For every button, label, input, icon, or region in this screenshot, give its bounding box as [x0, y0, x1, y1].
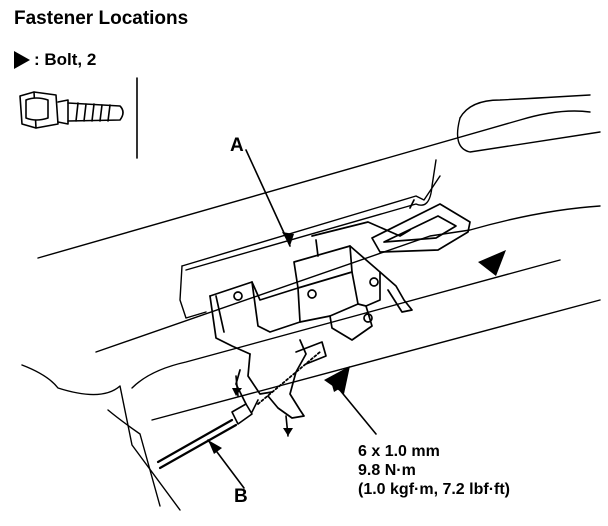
bolt-legend: : Bolt, 2: [14, 50, 96, 70]
filled-triangle-icon: [14, 51, 30, 69]
arrowhead-a: [282, 232, 294, 246]
page-title: Fastener Locations: [14, 8, 189, 29]
latch-assembly: [209, 199, 471, 419]
arrowhead-small-2: [283, 428, 293, 436]
label-a: A: [230, 135, 244, 156]
arrowhead-small-1: [232, 388, 242, 396]
legend-label: : Bolt, 2: [34, 50, 97, 69]
label-b: B: [234, 486, 248, 507]
spec-torque-alt: (1.0 kgf·m, 7.2 lbf·ft): [358, 481, 511, 498]
bolt-location-icon-1: [324, 366, 350, 394]
leader-a: [245, 149, 291, 247]
body-panel: [21, 94, 601, 511]
bolt-location-icon-2: [478, 250, 506, 276]
cable-b: [156, 351, 321, 470]
bolt-icon: [19, 91, 124, 129]
torque-spec: 6 x 1.0 mm 9.8 N·m (1.0 kgf·m, 7.2 lbf·f…: [358, 442, 510, 499]
spec-torque-nm: 9.8 N·m: [358, 462, 416, 479]
spec-size: 6 x 1.0 mm: [358, 443, 440, 460]
arrowhead-b: [208, 440, 222, 454]
